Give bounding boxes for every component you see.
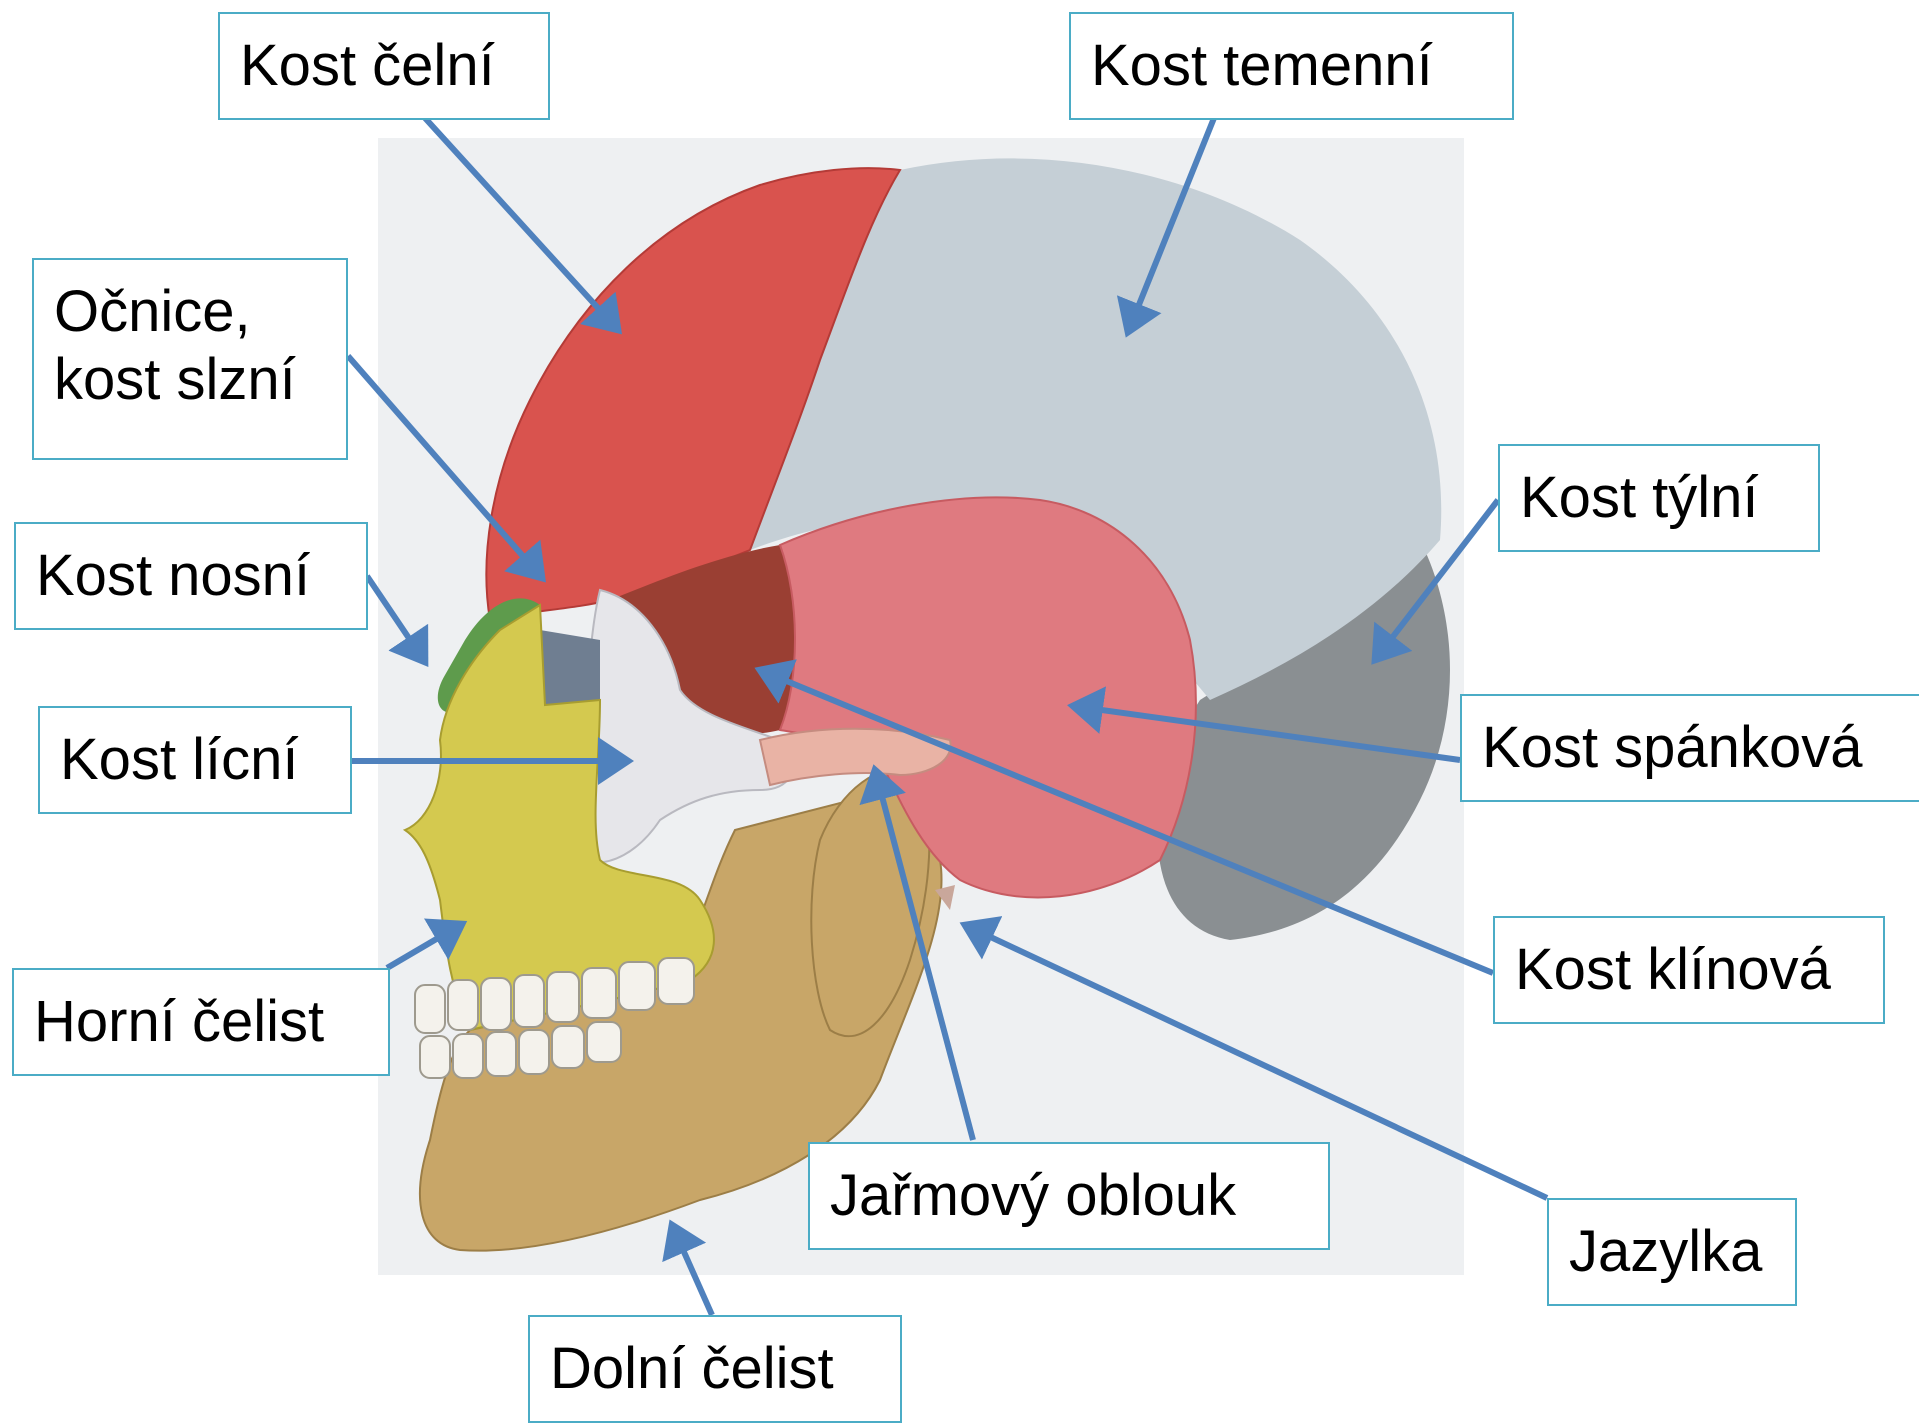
label-nasal-bone: Kost nosní bbox=[14, 522, 368, 630]
label-occipital-bone: Kost týlní bbox=[1498, 444, 1820, 552]
label-temporal-bone: Kost spánková bbox=[1460, 694, 1919, 802]
label-frontal-bone: Kost čelní bbox=[218, 12, 550, 120]
label-maxilla: Horní čelist bbox=[12, 968, 390, 1076]
label-zygomatic-arch: Jařmový oblouk bbox=[808, 1142, 1330, 1250]
label-sphenoid-bone: Kost klínová bbox=[1493, 916, 1885, 1024]
label-mandible: Dolní čelist bbox=[528, 1315, 902, 1423]
label-parietal-bone: Kost temenní bbox=[1069, 12, 1514, 120]
label-zygomatic-bone: Kost lícní bbox=[38, 706, 352, 814]
label-hyoid-bone: Jazylka bbox=[1547, 1198, 1797, 1306]
label-orbit-lacrimal-bone: Očnice, kost slzní bbox=[32, 258, 348, 460]
lacrimal-bone bbox=[540, 630, 600, 705]
